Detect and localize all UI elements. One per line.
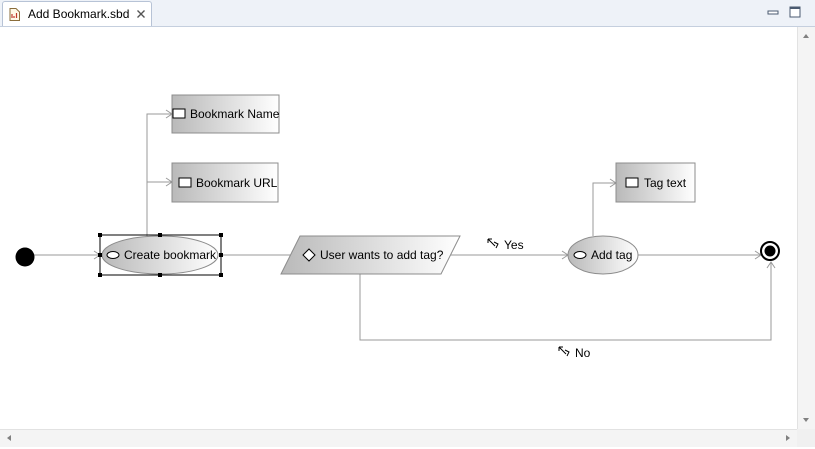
guard-icon — [487, 238, 499, 249]
action-node-create-bookmark[interactable]: Create bookmark — [98, 233, 223, 277]
tab-add-bookmark[interactable]: Add Bookmark.sbd — [2, 1, 152, 26]
scroll-up-icon[interactable] — [801, 31, 811, 41]
edge-label: No — [575, 346, 591, 360]
initial-node[interactable] — [15, 247, 35, 267]
decision-icon — [302, 248, 316, 262]
edge-label-yes[interactable]: Yes — [487, 238, 524, 252]
tab-title: Add Bookmark.sbd — [28, 7, 130, 21]
object-node-bookmark-name[interactable]: Bookmark Name — [171, 94, 280, 134]
scrollbar-corner — [797, 429, 815, 447]
action-icon — [106, 251, 120, 259]
object-icon — [178, 177, 192, 188]
action-icon — [573, 251, 587, 259]
scroll-left-icon[interactable] — [4, 433, 14, 443]
node-label: Add tag — [591, 248, 632, 262]
node-label: Tag text — [644, 176, 687, 190]
edge-add-tag-to-tag-text[interactable] — [592, 182, 616, 236]
diagram-canvas[interactable]: Bookmark Name Bookmark URL Create bookma… — [0, 27, 797, 429]
maximize-icon[interactable] — [788, 5, 802, 19]
close-icon[interactable] — [136, 9, 146, 19]
edges — [33, 109, 776, 341]
activity-diagram[interactable]: Bookmark Name Bookmark URL Create bookma… — [0, 27, 797, 429]
diagram-file-icon — [9, 8, 20, 21]
object-node-tag-text[interactable]: Tag text — [615, 162, 696, 203]
edge-create-to-bookmark-name[interactable] — [146, 113, 172, 236]
selection-handles[interactable] — [98, 233, 223, 277]
object-icon — [172, 108, 186, 119]
edge-label-no[interactable]: No — [558, 346, 591, 360]
edge-label: Yes — [504, 238, 524, 252]
minimize-icon[interactable] — [766, 5, 780, 19]
guard-icon — [558, 346, 570, 357]
edge-decision-no[interactable] — [359, 262, 772, 341]
node-label: Create bookmark — [124, 248, 217, 262]
vertical-scrollbar[interactable] — [797, 27, 815, 429]
horizontal-scrollbar[interactable] — [0, 429, 797, 447]
decision-node-user-wants-tag[interactable]: User wants to add tag? — [280, 235, 461, 275]
node-label: User wants to add tag? — [320, 248, 444, 262]
node-label: Bookmark URL — [196, 176, 278, 190]
arrow-head — [766, 261, 776, 269]
editor-tab-bar: Add Bookmark.sbd — [0, 0, 815, 27]
node-label: Bookmark Name — [190, 107, 280, 121]
scroll-down-icon[interactable] — [801, 415, 811, 425]
scroll-right-icon[interactable] — [783, 433, 793, 443]
action-node-add-tag[interactable]: Add tag — [567, 235, 639, 275]
object-icon — [625, 177, 639, 188]
object-node-bookmark-url[interactable]: Bookmark URL — [171, 162, 279, 203]
final-node[interactable] — [760, 241, 780, 261]
